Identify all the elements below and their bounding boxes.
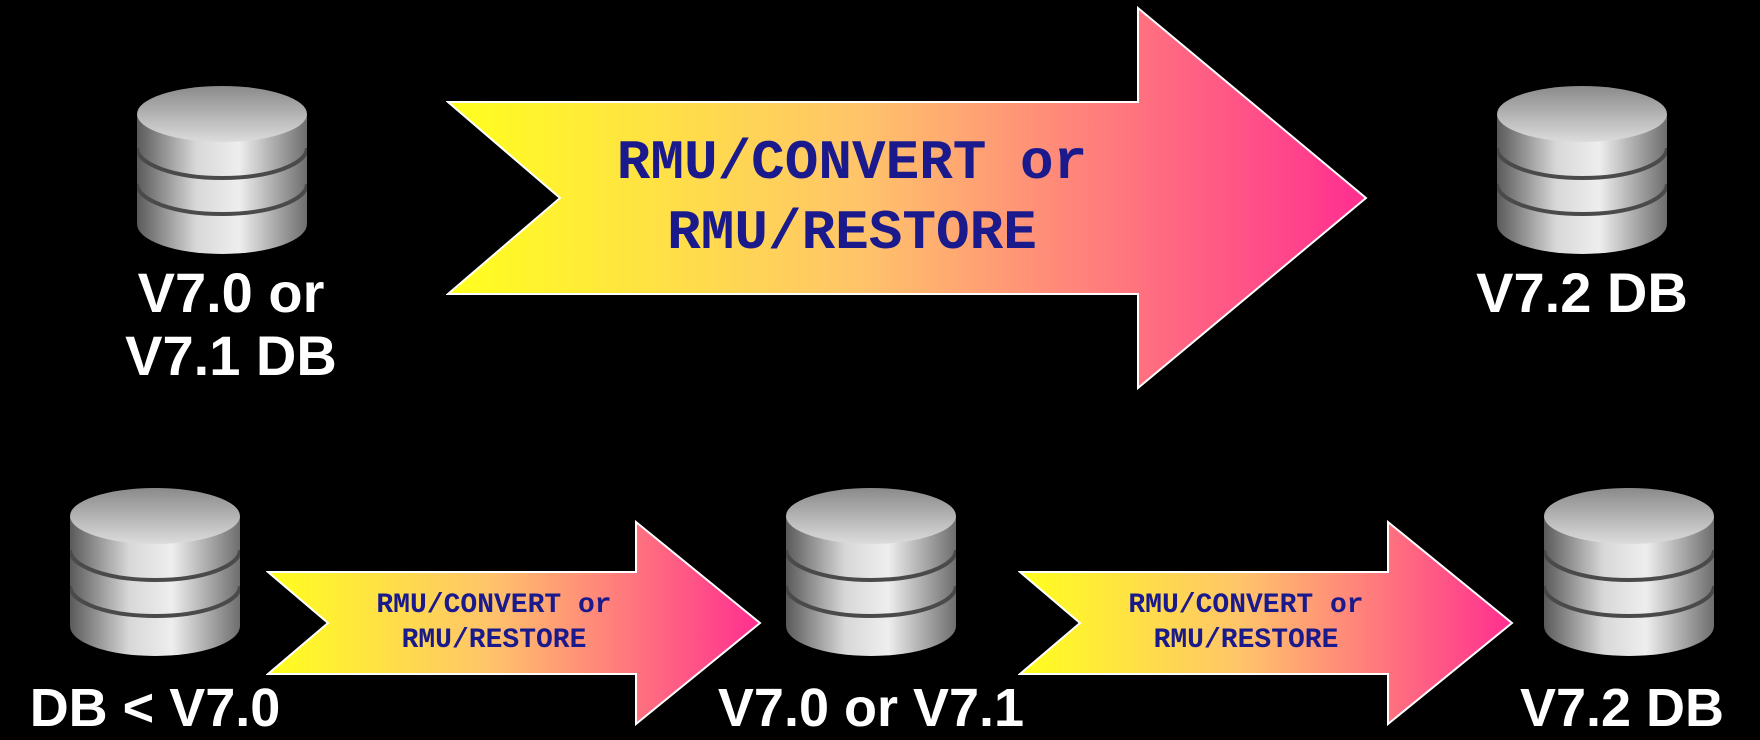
label-source-bottom: DB < V7.0 — [0, 678, 310, 738]
label-source-top: V7.0 or V7.1 DB — [86, 261, 376, 387]
database-icon-source-top — [137, 84, 307, 256]
database-icon-target-bottom — [1544, 486, 1714, 658]
database-icon-middle-bottom — [786, 486, 956, 658]
label-target-top: V7.2 DB — [1437, 261, 1727, 325]
label-target-top-line1: V7.2 DB — [1476, 261, 1688, 324]
label-middle-bottom: V7.0 or V7.1 — [676, 678, 1066, 738]
label-middle-bottom-line1: V7.0 or V7.1 — [717, 678, 1025, 738]
label-target-bottom-line1: V7.2 DB — [1519, 678, 1725, 738]
database-icon-source-bottom — [70, 486, 240, 658]
database-icon-target-top — [1497, 84, 1667, 256]
label-source-bottom-line1: DB < V7.0 — [29, 678, 281, 738]
label-source-top-line2: V7.1 DB — [125, 323, 337, 387]
label-source-top-line1: V7.0 or — [137, 261, 325, 324]
arrow-top: RMU/CONVERT or RMU/RESTORE — [446, 6, 1368, 390]
label-target-bottom: V7.2 DB — [1484, 678, 1760, 738]
arrow-bottom-2: RMU/CONVERT or RMU/RESTORE — [1018, 520, 1514, 726]
